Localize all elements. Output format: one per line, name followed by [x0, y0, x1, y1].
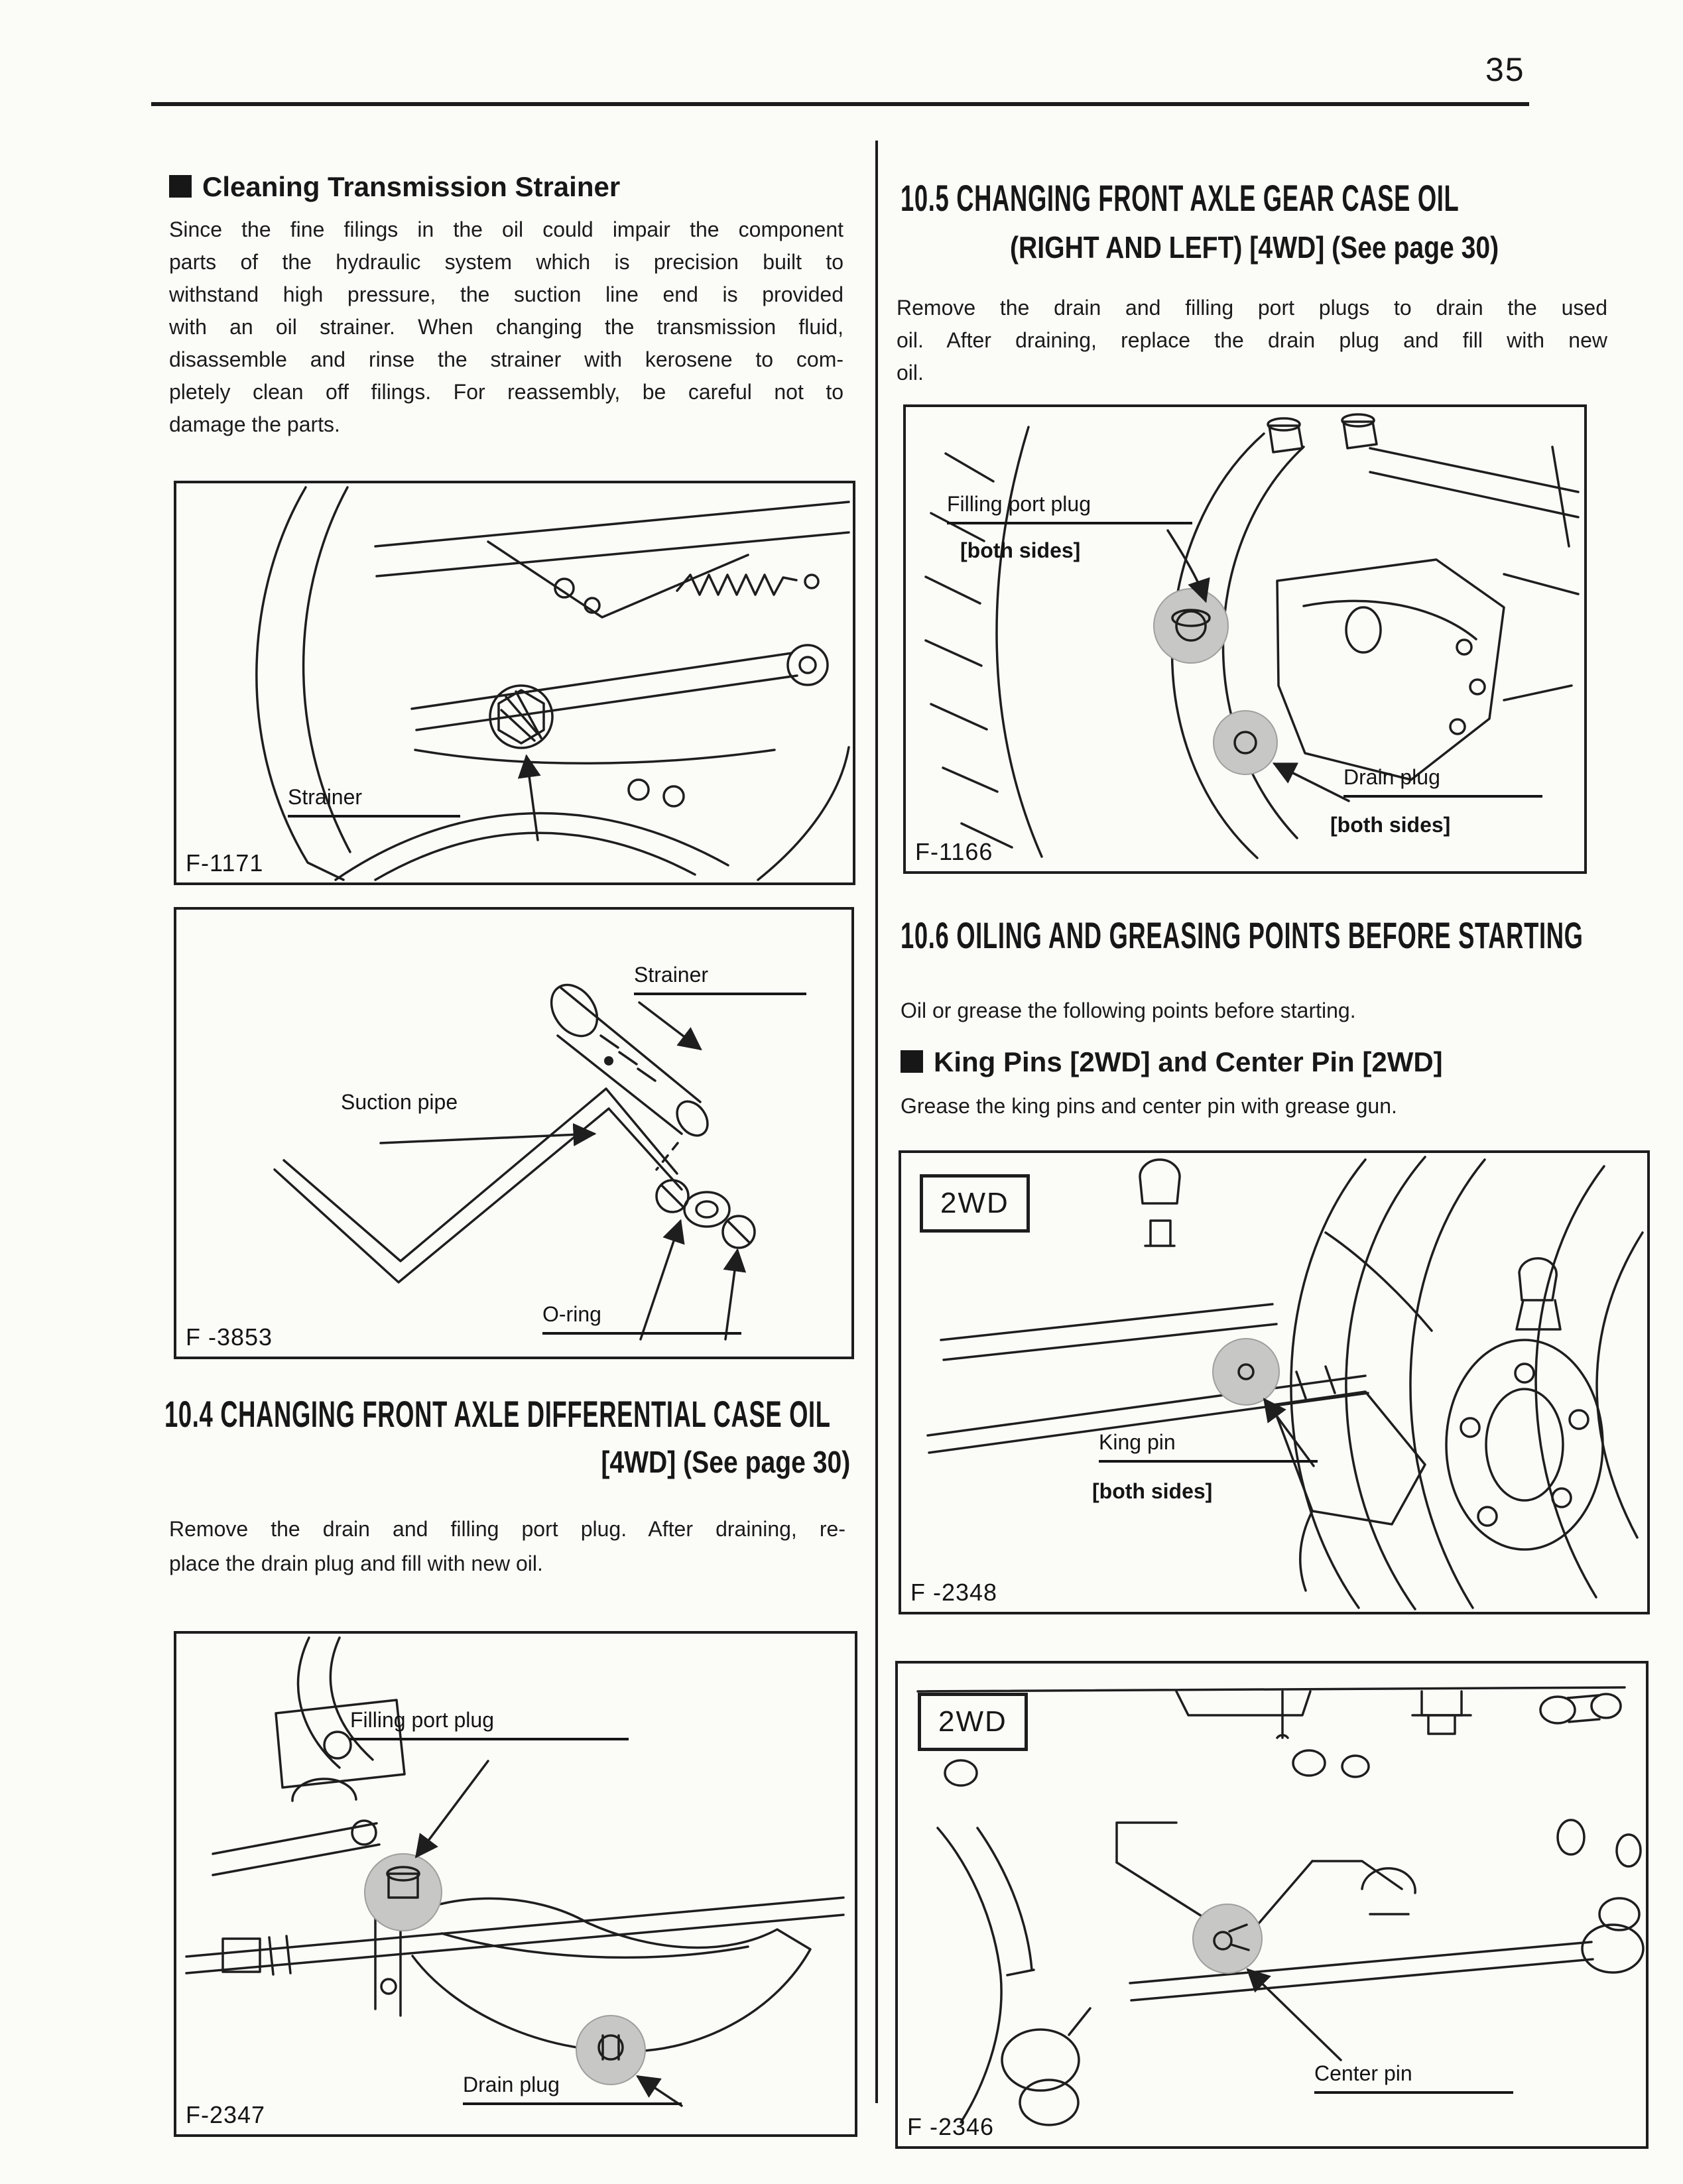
label-drain-plug: Drain plug [463, 2073, 682, 2105]
label-strainer: Strainer [288, 785, 460, 818]
paragraph-line: Remove the drain and filling port plugs … [897, 296, 1607, 320]
label-suction-pipe: Suction pipe [341, 1090, 458, 1114]
figure-f2348: 2WD King pin [both sides] F -2348 [899, 1150, 1650, 1614]
section-10-4-subtitle-row: [4WD] (See page 30) [164, 1444, 850, 1480]
section-10-6-intro: Oil or grease the following points befor… [901, 999, 1356, 1022]
figure-id: F -2348 [910, 1579, 998, 1606]
label-filling-both-sides: [both sides] [960, 538, 1081, 562]
paragraph-line: with an oil strainer. When changing the … [169, 315, 843, 339]
badge-2wd: 2WD [918, 1693, 1028, 1751]
paragraph-line: damage the parts. [169, 412, 340, 436]
label-drain-both-sides: [both sides] [1330, 813, 1451, 837]
paragraph-10-5: Remove the drain and filling port plugs … [897, 292, 1607, 389]
section-10-5-subtitle-row: (RIGHT AND LEFT) [4WD] (See page 30) [901, 229, 1608, 265]
heading-text: Cleaning Transmission Strainer [202, 171, 621, 202]
figure-id: F -3853 [186, 1323, 273, 1351]
figure-id: F-1171 [186, 849, 264, 877]
square-bullet-icon [901, 1050, 923, 1073]
figure-id: F -2346 [907, 2113, 995, 2140]
paragraph-line: pletely clean off filings. For reassembl… [169, 380, 843, 404]
paragraph-line: Remove the drain and filling port plug. … [169, 1517, 845, 1541]
figure-f1166: Filling port plug [both sides] Drain plu… [903, 404, 1587, 874]
heading-cleaning-transmission-strainer: Cleaning Transmission Strainer [169, 171, 620, 203]
section-10-5-title: 10.5 CHANGING FRONT AXLE GEAR CASE OIL [901, 177, 1460, 219]
label-o-ring: O-ring [542, 1302, 741, 1335]
figure-f3853-art [273, 983, 756, 1341]
label-filling-port-plug: Filling port plug [947, 492, 1192, 524]
section-10-6-title-row: 10.6 OILING AND GREASING POINTS BEFORE S… [901, 914, 1608, 957]
figure-f1171-art [255, 486, 850, 881]
section-10-5-subtitle: (RIGHT AND LEFT) [4WD] (See page 30) [1009, 230, 1499, 265]
label-strainer: Strainer [634, 963, 806, 995]
section-10-4-subtitle: [4WD] (See page 30) [601, 1445, 850, 1479]
paragraph-10-4: Remove the drain and filling port plug. … [169, 1512, 845, 1581]
figure-f2347: Filling port plug Drain plug F-2347 [174, 1631, 857, 2137]
figure-f2346: 2WD Center pin F -2346 [895, 1661, 1649, 2149]
label-king-both-sides: [both sides] [1092, 1479, 1213, 1503]
paragraph-line: oil. [897, 361, 924, 385]
heading-text: King Pins [2WD] and Center Pin [2WD] [934, 1046, 1443, 1077]
paragraph-cleaning: Since the fine filings in the oil could … [169, 213, 843, 441]
figure-f2347-art [185, 1636, 845, 2107]
section-10-6-title: 10.6 OILING AND GREASING POINTS BEFORE S… [901, 914, 1584, 956]
label-filling-port-plug: Filling port plug [350, 1708, 629, 1740]
heading-king-pins-center-pin: King Pins [2WD] and Center Pin [2WD] [901, 1046, 1443, 1078]
label-king-pin: King pin [1099, 1430, 1318, 1463]
figure-f1166-art [924, 413, 1580, 859]
section-10-5-title-row: 10.5 CHANGING FRONT AXLE GEAR CASE OIL [901, 176, 1608, 219]
section-10-4-title: 10.4 CHANGING FRONT AXLE DIFFERENTIAL CA… [164, 1393, 831, 1435]
paragraph-line: parts of the hydraulic system which is p… [169, 250, 843, 274]
page-number: 35 [1485, 51, 1525, 88]
paragraph-line: Since the fine filings in the oil could … [169, 217, 843, 241]
figure-f1171: Strainer F-1171 [174, 481, 855, 885]
paragraph-line: withstand high pressure, the suction lin… [169, 282, 843, 306]
column-divider [875, 141, 878, 2103]
paragraph-line: disassemble and rinse the strainer with … [169, 347, 843, 371]
top-rule [151, 102, 1529, 106]
figure-id: F-2347 [186, 2101, 266, 2128]
paragraph-king-pins: Grease the king pins and center pin with… [901, 1094, 1397, 1118]
figure-f2346-art [916, 1686, 1645, 2126]
figure-f2348-art [926, 1156, 1644, 1610]
figure-f3853: Strainer Suction pipe O-ring F -3853 [174, 907, 854, 1359]
figure-id: F-1166 [915, 838, 993, 865]
label-drain-plug: Drain plug [1343, 765, 1542, 798]
section-10-4-title-row: 10.4 CHANGING FRONT AXLE DIFFERENTIAL CA… [164, 1392, 850, 1435]
badge-2wd: 2WD [920, 1174, 1030, 1233]
paragraph-line: place the drain plug and fill with new o… [169, 1551, 543, 1575]
label-center-pin: Center pin [1314, 2061, 1513, 2094]
paragraph-line: oil. After draining, replace the drain p… [897, 328, 1607, 352]
square-bullet-icon [169, 175, 192, 198]
